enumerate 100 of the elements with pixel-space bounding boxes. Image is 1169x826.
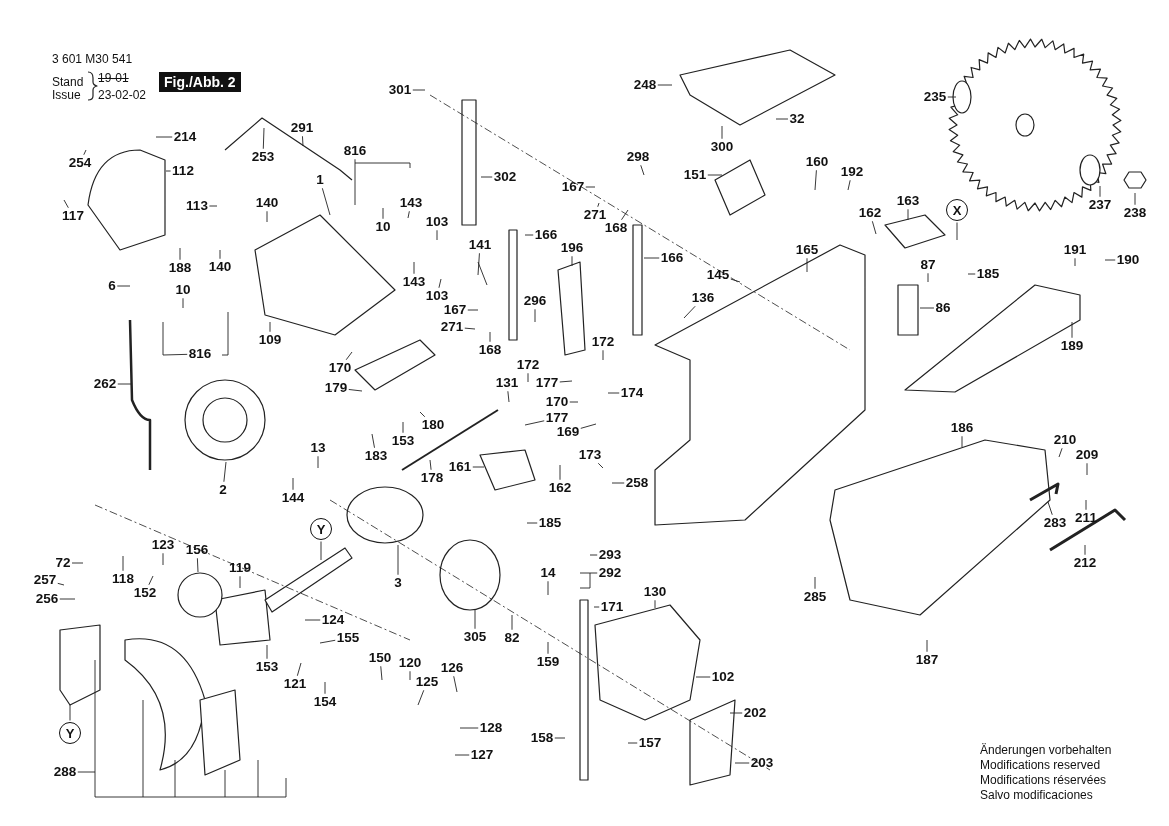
leader-line bbox=[407, 210, 410, 219]
leader-line bbox=[477, 252, 488, 286]
leader-line bbox=[657, 84, 673, 86]
callout-number: 185 bbox=[976, 267, 1000, 281]
leader-line bbox=[464, 327, 476, 330]
leader-line bbox=[814, 169, 817, 191]
leader-line bbox=[534, 308, 536, 323]
callout-number: 103 bbox=[425, 215, 449, 229]
callout-number: 82 bbox=[504, 631, 520, 645]
leader-line bbox=[429, 459, 432, 471]
leader-line bbox=[919, 307, 935, 309]
leader-line bbox=[409, 670, 411, 681]
callout-number: 296 bbox=[523, 294, 547, 308]
leader-line bbox=[956, 222, 958, 241]
callout-number: 171 bbox=[600, 600, 624, 614]
callout-number: 816 bbox=[188, 347, 212, 361]
leader-line bbox=[63, 199, 69, 209]
callout-number: 178 bbox=[420, 471, 444, 485]
callout-number: 156 bbox=[185, 543, 209, 557]
leader-line bbox=[643, 257, 660, 259]
leader-line bbox=[527, 372, 529, 383]
callout-number: 170 bbox=[545, 395, 569, 409]
leader-line bbox=[266, 210, 268, 223]
leader-line bbox=[621, 209, 629, 221]
leader-line bbox=[438, 278, 442, 289]
leader-line bbox=[602, 349, 604, 361]
leader-line bbox=[814, 576, 816, 590]
callout-number: 257 bbox=[33, 573, 57, 587]
callout-number: 305 bbox=[463, 630, 487, 644]
callout-number: 32 bbox=[789, 112, 805, 126]
leader-line bbox=[1099, 185, 1101, 198]
reference-letter: X bbox=[946, 199, 968, 221]
callout-number: 119 bbox=[229, 561, 251, 575]
callout-number: 143 bbox=[402, 275, 426, 289]
leader-line bbox=[1086, 462, 1088, 476]
callout-number: 173 bbox=[578, 448, 602, 462]
leader-line bbox=[148, 575, 154, 586]
leader-line bbox=[474, 609, 476, 630]
callout-number: 109 bbox=[258, 333, 282, 347]
part-number: 3 601 M30 541 bbox=[52, 53, 133, 65]
callout-number: 136 bbox=[691, 291, 715, 305]
callout-number: 128 bbox=[479, 721, 503, 735]
leader-line bbox=[547, 641, 549, 655]
callout-number: 153 bbox=[391, 434, 415, 448]
leader-line bbox=[571, 255, 573, 267]
leader-line bbox=[302, 135, 304, 147]
leader-line bbox=[208, 205, 218, 207]
callout-number: 293 bbox=[598, 548, 622, 562]
leader-line bbox=[116, 285, 131, 287]
callout-number: 151 bbox=[683, 168, 707, 182]
callout-number: 237 bbox=[1088, 198, 1112, 212]
leader-line bbox=[321, 187, 331, 216]
callout-number: 211 bbox=[1075, 511, 1097, 525]
leader-line bbox=[927, 272, 929, 283]
callout-number: 140 bbox=[255, 196, 279, 210]
callout-number: 180 bbox=[421, 418, 445, 432]
callout-number: 172 bbox=[591, 335, 615, 349]
callout-number: 2 bbox=[219, 483, 227, 497]
callout-number: 1 bbox=[316, 173, 324, 187]
leader-line bbox=[775, 118, 789, 120]
leader-line bbox=[269, 321, 271, 333]
leader-line bbox=[320, 541, 322, 561]
leader-line bbox=[721, 125, 723, 140]
callout-number: 10 bbox=[175, 283, 191, 297]
leader-line bbox=[59, 598, 76, 600]
leader-line bbox=[77, 659, 287, 798]
leader-line bbox=[472, 466, 485, 468]
callout-number: 166 bbox=[660, 251, 684, 265]
callout-number: 154 bbox=[313, 695, 337, 709]
leader-line bbox=[511, 614, 513, 631]
leader-line bbox=[1047, 501, 1053, 516]
leader-line bbox=[729, 712, 743, 714]
leader-line bbox=[1074, 257, 1076, 267]
callout-number: 298 bbox=[626, 150, 650, 164]
leader-line bbox=[847, 179, 851, 191]
callout-number: 158 bbox=[530, 731, 554, 745]
callout-number: 168 bbox=[478, 343, 502, 357]
callout-number: 301 bbox=[388, 83, 412, 97]
callout-number: 127 bbox=[470, 748, 494, 762]
callout-number: 86 bbox=[935, 301, 951, 315]
callout-number: 248 bbox=[633, 78, 657, 92]
callout-number: 196 bbox=[560, 241, 584, 255]
leader-line bbox=[57, 582, 65, 586]
callout-number: 165 bbox=[795, 243, 819, 257]
callout-number: 102 bbox=[711, 670, 735, 684]
leader-line bbox=[380, 665, 383, 681]
leader-line bbox=[683, 305, 696, 319]
leader-line bbox=[607, 392, 620, 394]
callout-number: 174 bbox=[620, 386, 644, 400]
leader-line bbox=[1104, 259, 1116, 261]
callout-number: 179 bbox=[324, 381, 348, 395]
callout-number: 167 bbox=[561, 180, 585, 194]
leader-line bbox=[459, 727, 479, 729]
leader-line bbox=[654, 599, 656, 609]
callout-number: 123 bbox=[151, 538, 175, 552]
leader-line bbox=[1084, 544, 1086, 556]
callout-number: 162 bbox=[548, 481, 572, 495]
callout-number: 253 bbox=[251, 150, 275, 164]
leader-line bbox=[397, 544, 399, 576]
leader-line bbox=[579, 572, 598, 589]
